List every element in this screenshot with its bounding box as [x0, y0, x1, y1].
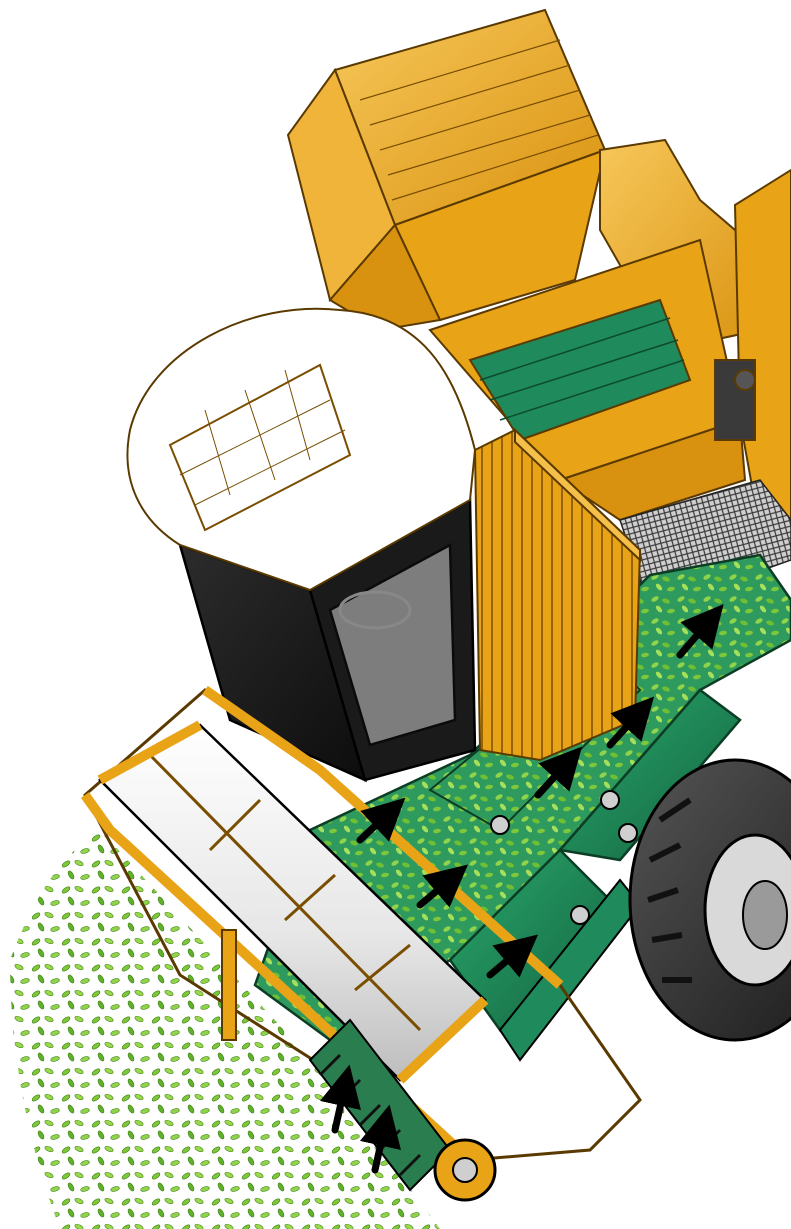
front-hub	[435, 1140, 495, 1200]
rear-hopper	[288, 10, 605, 330]
side-post	[222, 930, 236, 1040]
